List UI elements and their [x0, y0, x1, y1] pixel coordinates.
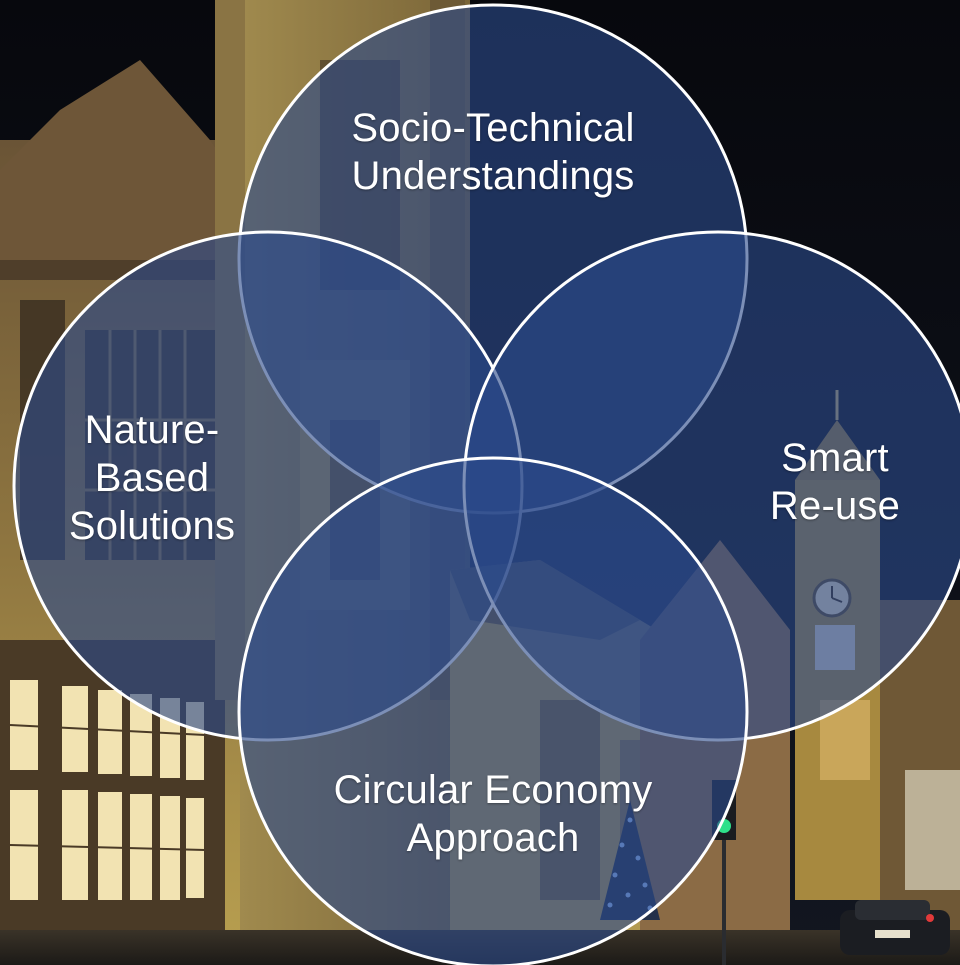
label-socio-line-1: Socio-Technical — [351, 106, 635, 150]
circle-circular-economy — [237, 456, 749, 965]
label-circular-line-1: Circular Economy — [333, 768, 653, 812]
label-circular-economy: Circular Economy Approach — [303, 766, 683, 862]
label-nature-line-1: Nature- — [84, 408, 220, 452]
label-nature-line-3: Solutions — [68, 504, 236, 548]
label-nature-line-2: Based — [94, 456, 210, 500]
label-socio-line-2: Understandings — [351, 154, 635, 198]
label-smart-line-2: Re-use — [769, 484, 901, 528]
label-smart-reuse: Smart Re-use — [745, 434, 925, 530]
venn-circles — [12, 3, 960, 965]
label-nature-based: Nature- Based Solutions — [42, 406, 262, 550]
label-smart-line-1: Smart — [781, 436, 889, 480]
car — [840, 900, 950, 955]
label-circular-line-2: Approach — [406, 816, 580, 860]
label-socio-technical: Socio-Technical Understandings — [313, 104, 673, 200]
